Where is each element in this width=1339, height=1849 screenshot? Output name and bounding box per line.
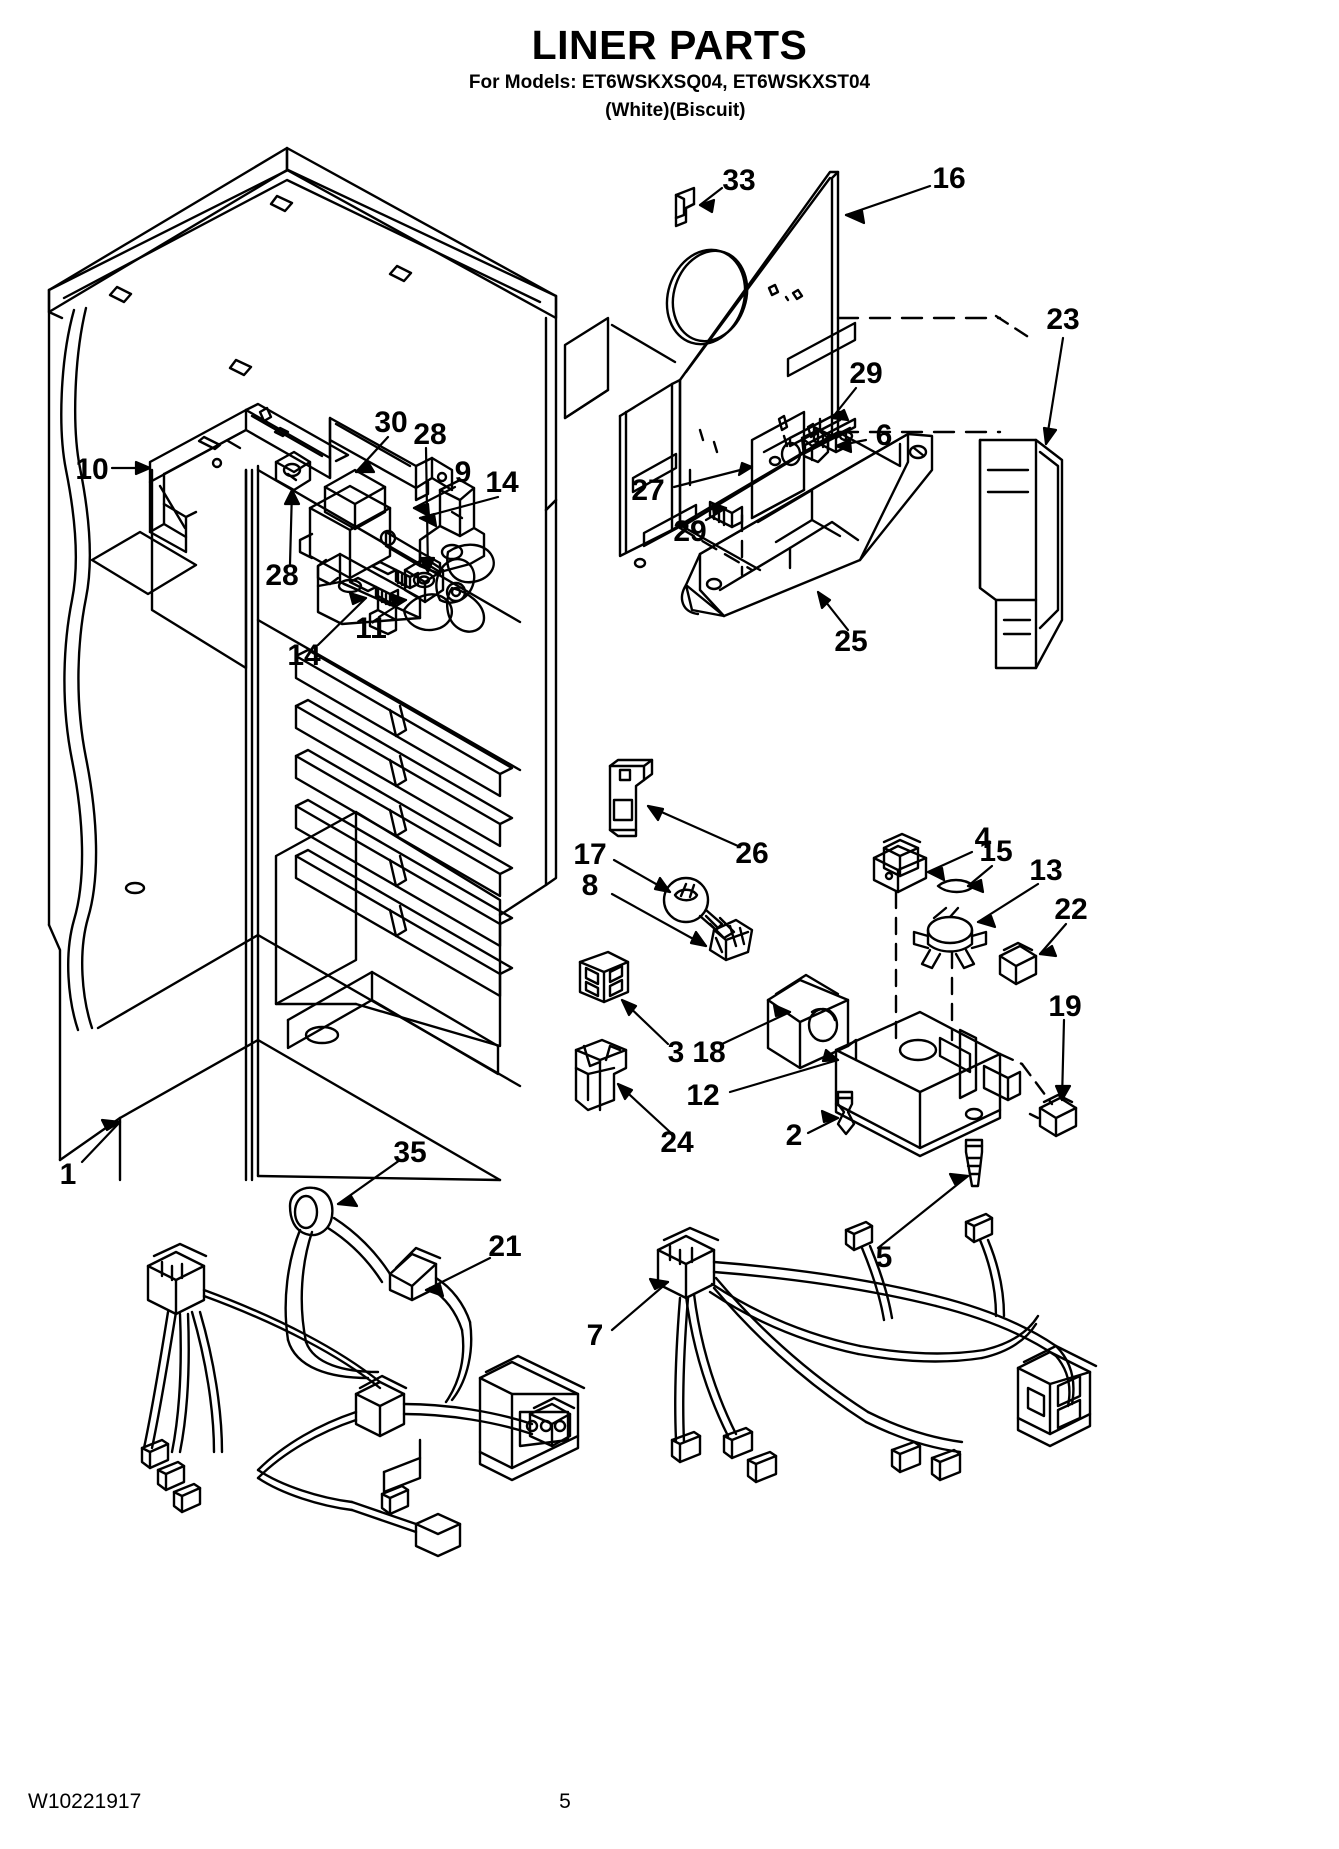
part-callout-17: 17 xyxy=(573,838,606,871)
part-callout-4: 4 xyxy=(975,822,992,855)
connector-24 xyxy=(574,1038,628,1112)
part-callout-10: 10 xyxy=(75,453,108,486)
connector-26 xyxy=(608,758,654,838)
part-callout-14: 14 xyxy=(287,639,321,672)
fan-motor-assembly xyxy=(274,450,495,636)
control-4 xyxy=(872,832,928,1044)
part-callout-28: 28 xyxy=(265,559,298,592)
clip-33 xyxy=(674,186,696,228)
part-callout-6: 6 xyxy=(876,419,893,452)
part-callout-23: 23 xyxy=(1046,303,1079,336)
shelf-rails xyxy=(294,648,514,998)
part-callout-14: 14 xyxy=(485,466,519,499)
socket-8 xyxy=(708,918,754,962)
page-number: 5 xyxy=(559,1790,571,1813)
color-biscuit-label: (Biscuit) xyxy=(669,100,746,121)
thermostat-13 xyxy=(912,906,988,1042)
page-footer: W10221917 5 xyxy=(0,1790,1339,1830)
part-callout-18: 18 xyxy=(692,1036,725,1069)
connector-3 xyxy=(578,950,630,1004)
harness-21 xyxy=(140,1186,586,1558)
air-duct-25 xyxy=(680,432,934,618)
part-callout-2: 2 xyxy=(786,1119,803,1152)
part-callout-29: 29 xyxy=(849,357,882,390)
screw-29-upper xyxy=(812,425,848,454)
rear-panel-16 xyxy=(563,170,1032,577)
part-callout-21: 21 xyxy=(488,1230,521,1263)
part-callout-9: 9 xyxy=(455,456,472,489)
leader-lines xyxy=(80,184,1072,1332)
part-callout-11: 11 xyxy=(355,612,387,645)
part-callout-16: 16 xyxy=(932,162,965,195)
part-callout-26: 26 xyxy=(735,837,768,870)
part-callout-24: 24 xyxy=(660,1126,694,1159)
part-callout-28: 28 xyxy=(413,418,446,451)
part-callout-27: 27 xyxy=(631,474,664,507)
terminal-22 xyxy=(998,941,1038,986)
base-tray-12 xyxy=(834,1010,1054,1158)
page-title: LINER PARTS xyxy=(531,22,808,68)
part-callout-30: 30 xyxy=(374,406,407,439)
part-callout-8: 8 xyxy=(582,869,599,902)
color-variants: (White)(Biscuit) xyxy=(0,100,1339,122)
part-callout-5: 5 xyxy=(876,1241,893,1274)
terminal-19 xyxy=(1028,1093,1078,1138)
part-callout-12: 12 xyxy=(686,1079,719,1112)
part-callout-3: 3 xyxy=(668,1036,685,1069)
part-callout-29: 29 xyxy=(673,515,706,548)
color-white-label: (White) xyxy=(605,100,670,121)
part-callout-13: 13 xyxy=(1029,854,1062,887)
part-callout-1: 1 xyxy=(60,1158,77,1191)
part-callout-19: 19 xyxy=(1048,990,1081,1023)
screw-5 xyxy=(964,1138,984,1188)
part-callout-25: 25 xyxy=(834,625,867,658)
part-callout-15: 15 xyxy=(979,835,1012,868)
part-callout-7: 7 xyxy=(587,1319,604,1352)
models-line: For Models: ET6WSKXSQ04, ET6WSKXST04 xyxy=(468,72,871,93)
part-callout-35: 35 xyxy=(393,1136,426,1169)
push-pin-2 xyxy=(836,1090,856,1136)
harness-7 xyxy=(656,1212,1098,1484)
part-callout-33: 33 xyxy=(722,164,755,197)
bracket-27 xyxy=(750,410,806,520)
side-panel-23 xyxy=(978,438,1064,670)
part-callout-22: 22 xyxy=(1054,893,1087,926)
document-number: W10221917 xyxy=(28,1790,142,1813)
